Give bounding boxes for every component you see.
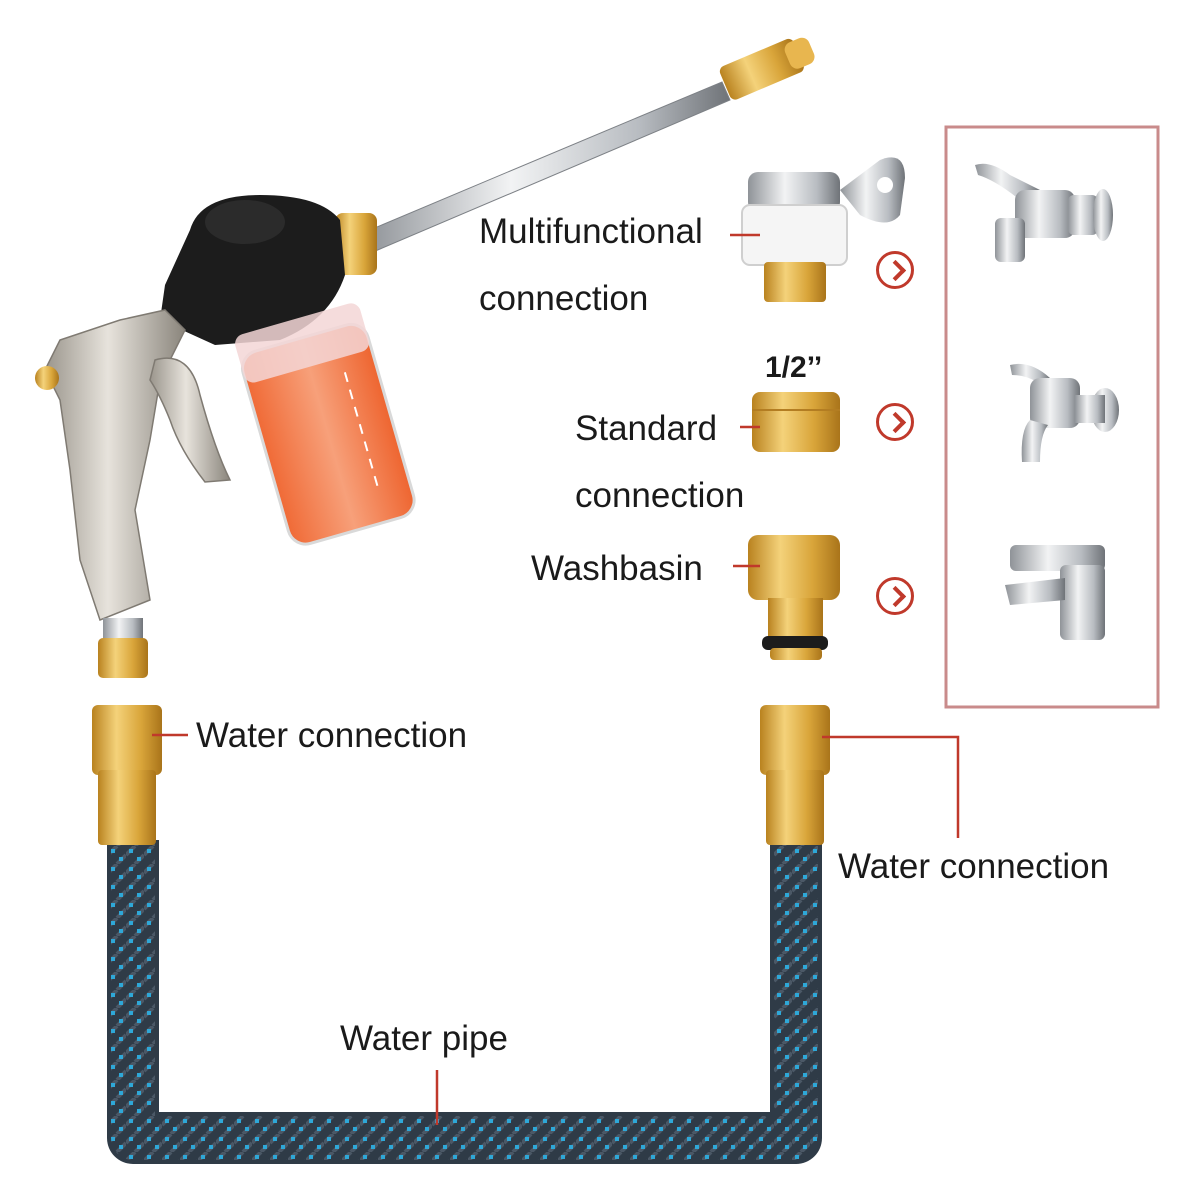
arrow-right-icon — [876, 251, 914, 289]
spray-gun-icon — [35, 37, 815, 678]
water-connection-label-left: Water connection — [196, 716, 468, 755]
standard-adapter-icon — [752, 392, 840, 452]
long-neck-tap-icon — [1010, 363, 1119, 462]
faucet-panel — [944, 125, 1160, 709]
hose-connector-icon — [92, 705, 162, 845]
multifunctional-label-line1: Multifunctional — [479, 212, 703, 251]
multifunctional-adapter-icon — [741, 157, 905, 302]
multifunctional-label-line2: connection — [479, 279, 649, 318]
basin-mixer-icon — [1005, 545, 1105, 640]
size-label: 1/2’’ — [765, 351, 823, 384]
washbasin-adapter-icon — [748, 535, 840, 660]
arrow-right-icon — [876, 577, 914, 615]
hose-connector-icon — [760, 705, 830, 845]
washbasin-label: Washbasin — [531, 549, 703, 588]
water-pipe-icon — [107, 840, 822, 1164]
standard-label-line2: connection — [575, 476, 745, 515]
wall-tap-icon — [975, 163, 1113, 262]
arrow-right-icon — [876, 403, 914, 441]
water-pipe-label: Water pipe — [340, 1019, 508, 1058]
standard-label-line1: Standard — [575, 409, 718, 448]
water-connection-label-right: Water connection — [838, 847, 1110, 886]
